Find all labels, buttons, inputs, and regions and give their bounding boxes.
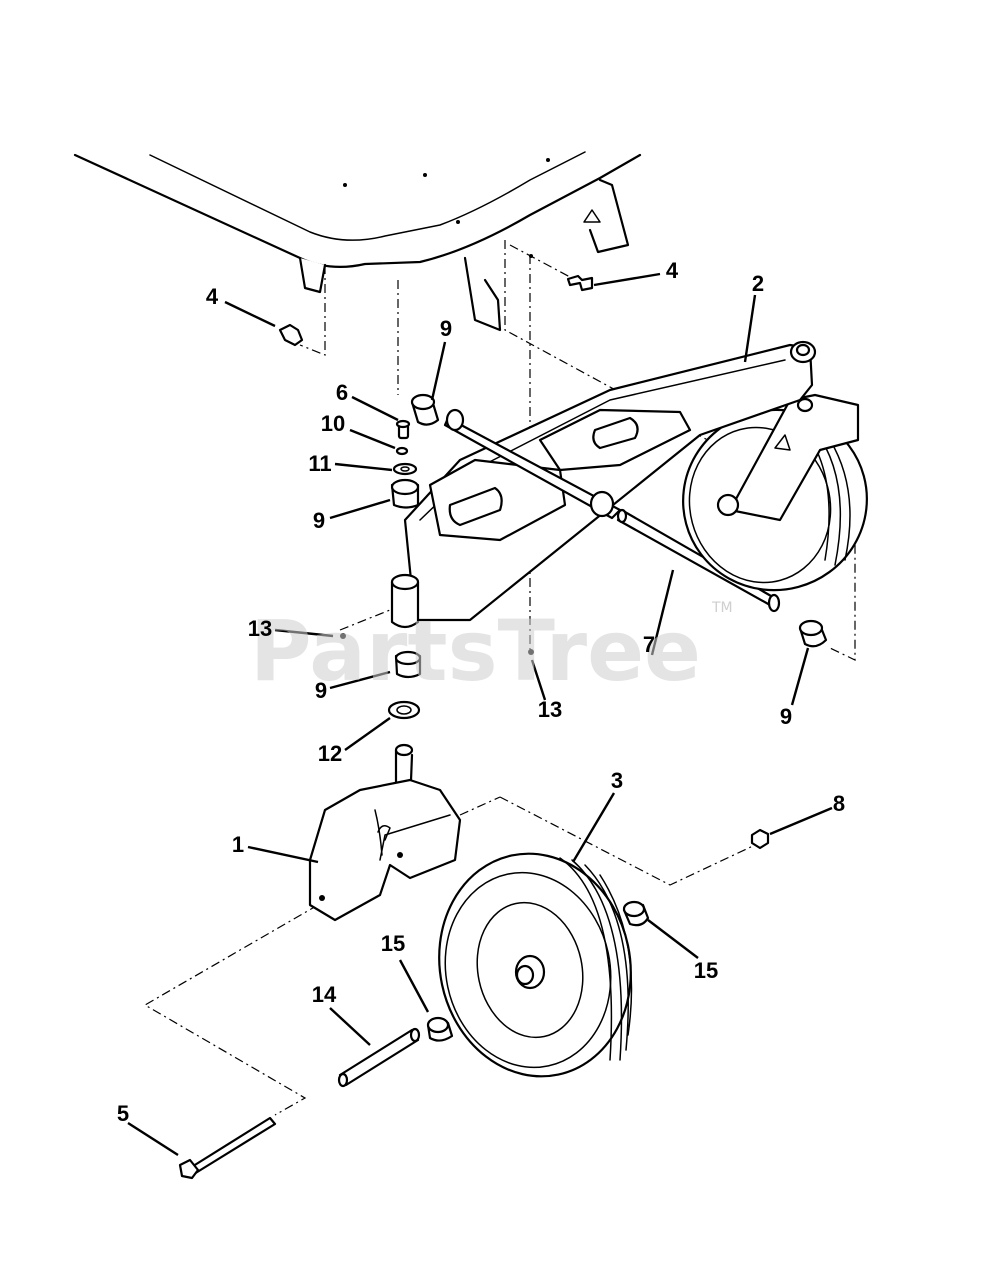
callout-9-top: 9 [440,316,452,341]
callout-13-left: 13 [248,616,272,641]
rear-caster-wheel [682,393,868,592]
callout-4-left: 4 [206,284,219,309]
callout-11: 11 [308,451,331,476]
front-wheel-3 [438,852,633,1078]
watermark-text: PartsTree [250,602,701,700]
callout-9-lower: 9 [315,678,327,703]
leader-lines [127,272,833,1157]
callout-6: 6 [336,380,348,405]
callout-3: 3 [611,768,623,793]
callout-8: 8 [833,791,845,816]
caster-fork-1 [308,743,462,922]
watermark: PartsTree TM [250,600,733,700]
callout-2: 2 [752,271,764,296]
callout-14: 14 [312,982,337,1007]
callout-12: 12 [318,741,342,766]
caster-arm-2 [403,340,817,622]
bushings [390,393,828,679]
callout-10: 10 [321,411,345,436]
hardware [278,274,770,850]
callout-7: 7 [643,632,655,657]
callout-15-right: 15 [694,958,718,983]
callout-5: 5 [117,1101,129,1126]
callout-9-upper: 9 [313,508,325,533]
axle-14 [337,1027,421,1088]
wheel-spacers [426,900,650,1042]
callout-4-right: 4 [666,258,679,283]
callout-1: 1 [232,832,244,857]
bolt-5 [178,1116,277,1180]
callout-labels: 4 4 2 9 6 10 11 9 13 9 12 13 7 9 1 3 8 1… [117,258,845,1126]
deck-frame [73,151,642,332]
callout-15-left: 15 [381,931,405,956]
pivot-tube-assembly [390,408,622,629]
callout-9-right: 9 [780,704,792,729]
callout-13-center: 13 [538,697,562,722]
watermark-trademark: TM [711,600,733,616]
